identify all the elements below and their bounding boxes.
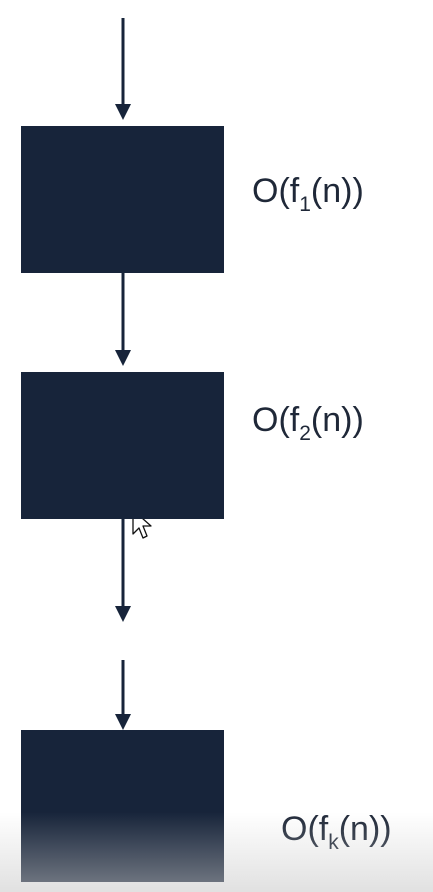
arrow-step-1-to-2 xyxy=(115,273,131,366)
step-2-block xyxy=(21,372,224,519)
step-2-complexity-label: O(f2(n)) xyxy=(252,401,364,444)
step-k-label-main: O(f xyxy=(281,810,329,848)
arrow-into-step-1 xyxy=(115,18,131,120)
step-2-label-main: O(f xyxy=(252,401,300,439)
step-2-label-subscript: 2 xyxy=(299,422,311,445)
step-1-label-main: O(f xyxy=(252,172,300,210)
arrow-into-step-k xyxy=(115,660,131,730)
step-k-label-tail: (n)) xyxy=(338,810,392,848)
step-1-label-subscript: 1 xyxy=(299,193,311,216)
step-k-block xyxy=(21,730,224,882)
step-2-label-tail: (n)) xyxy=(310,401,364,439)
arrow-out-of-step-2 xyxy=(115,519,131,622)
step-k-label-subscript: k xyxy=(328,831,339,854)
step-1-complexity-label: O(f1(n)) xyxy=(252,172,364,215)
step-k-complexity-label: O(fk(n)) xyxy=(281,810,392,853)
step-1-label-tail: (n)) xyxy=(310,172,364,210)
step-1-block xyxy=(21,126,224,273)
